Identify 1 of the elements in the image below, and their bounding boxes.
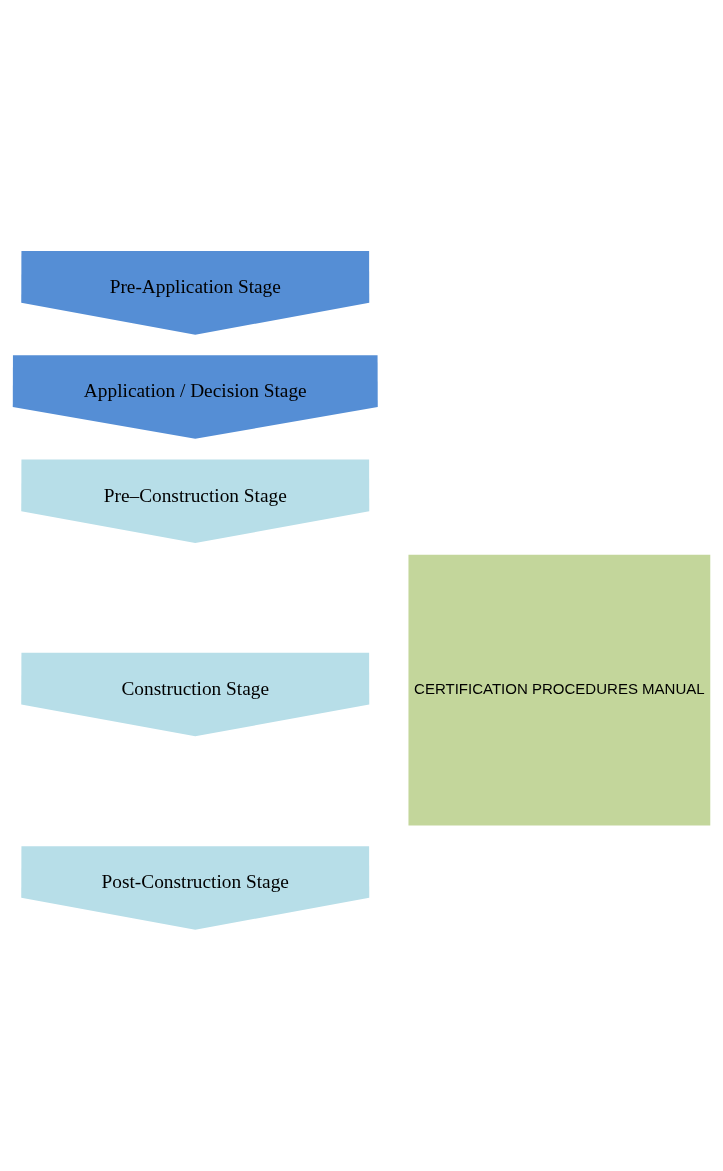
node-box: CERTIFICATION PROCEDURES MANUAL — [408, 554, 711, 825]
